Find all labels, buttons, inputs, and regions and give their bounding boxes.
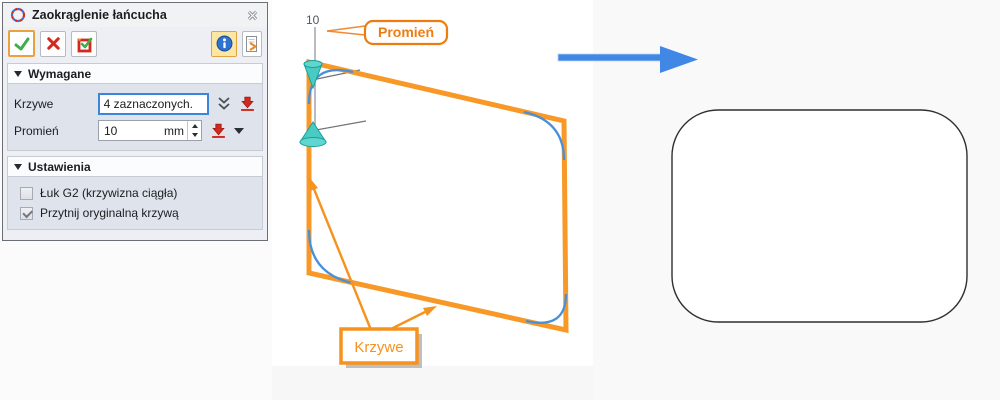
chain-fillet-icon [10, 7, 26, 23]
curves-label: Krzywe [14, 96, 54, 111]
pick-from-list-icon[interactable] [210, 122, 227, 139]
spinner-up-button[interactable] [188, 121, 201, 131]
callout-arrow-line [312, 188, 373, 331]
dialog-content: Wymagane Krzywe 4 zaznaczonych. [3, 61, 267, 240]
page-arrow-icon [246, 35, 257, 52]
collapse-triangle-icon [14, 70, 22, 77]
cancel-x-icon [46, 37, 60, 50]
curves-input[interactable]: 4 zaznaczonych. [97, 92, 210, 115]
radius-spinner[interactable] [187, 121, 201, 140]
apply-keep-open-button[interactable] [71, 30, 97, 57]
trim-curve-option-row: Przytnij oryginalną krzywą [14, 203, 256, 223]
double-chevron-down-icon[interactable] [217, 96, 231, 111]
radius-callout-label: Promień [378, 24, 434, 40]
info-icon [216, 35, 232, 52]
section-settings: Ustawienia Łuk G2 (krzywizna ciągła) Prz… [7, 156, 263, 230]
triangle-down-icon [191, 133, 198, 138]
radius-callout-box [363, 19, 449, 46]
callout-arrowhead [423, 306, 437, 316]
triangle-up-icon [191, 123, 198, 128]
dropdown-caret-icon[interactable] [234, 127, 244, 134]
info-toggle-button[interactable] [211, 30, 237, 57]
cancel-button[interactable] [40, 30, 66, 57]
callout-arrowhead [309, 177, 318, 191]
fillet-arc-top-left[interactable] [307, 68, 354, 105]
fillet-arc-top-right[interactable] [523, 110, 566, 161]
trim-curve-checkbox[interactable] [20, 206, 33, 220]
dialog-title: Zaokrąglenie łańcucha [32, 8, 167, 22]
radius-unit: mm [164, 123, 184, 138]
fillet-preview-arcs[interactable] [307, 68, 568, 324]
radius-value: 10 [104, 123, 118, 138]
callout-leader [326, 30, 366, 36]
g2-arc-label: Łuk G2 (krzywizna ciągła) [40, 186, 178, 200]
callout-leader [326, 25, 366, 32]
section-required-header[interactable]: Wymagane [8, 64, 262, 84]
close-icon[interactable] [244, 7, 260, 23]
chain-fillet-dialog: Zaokrąglenie łańcucha [2, 2, 268, 241]
section-required-body: Krzywe 4 zaznaczonych. [8, 84, 262, 150]
section-settings-header[interactable]: Ustawienia [8, 157, 262, 177]
curves-field-row: Krzywe 4 zaznaczonych. [14, 90, 256, 117]
ok-button[interactable] [8, 30, 35, 57]
g2-arc-option-row: Łuk G2 (krzywizna ciągła) [14, 183, 256, 203]
radius-drag-handles[interactable] [299, 60, 327, 147]
trim-curve-label: Przytnij oryginalną krzywą [40, 206, 179, 220]
section-settings-body: Łuk G2 (krzywizna ciągła) Przytnij orygi… [8, 177, 262, 229]
radius-input[interactable]: 10 mm [98, 120, 202, 141]
pick-from-list-icon[interactable] [239, 95, 256, 112]
section-required-label: Wymagane [28, 66, 92, 81]
collapse-triangle-icon [14, 163, 22, 170]
fillet-arc-bottom-left[interactable] [307, 229, 353, 285]
dialog-toolbar [3, 27, 267, 61]
radius-field-row: Promień 10 mm [14, 117, 256, 144]
result-filleted-chain[interactable] [671, 109, 968, 323]
check-icon [14, 37, 29, 50]
handle-leader-line [315, 120, 367, 131]
g2-arc-checkbox[interactable] [20, 186, 33, 200]
transition-arrow-shaft [557, 53, 665, 62]
apply-check-box-icon [77, 37, 93, 52]
curves-value: 4 zaznaczonych. [103, 96, 193, 111]
radius-label: Promień [14, 123, 59, 138]
selected-curve-chain[interactable] [306, 58, 569, 334]
flyout-help-button[interactable] [242, 30, 262, 57]
dialog-titlebar[interactable]: Zaokrąglenie łańcucha [3, 3, 267, 27]
section-settings-label: Ustawienia [28, 159, 91, 174]
radius-handle-lower-cone-base [299, 137, 327, 147]
spinner-down-button[interactable] [188, 131, 201, 141]
bottom-strip-background [272, 366, 593, 400]
radius-callout: Promień [326, 19, 449, 46]
curves-callout: Krzywe [309, 177, 437, 368]
transition-arrow-head [660, 46, 698, 73]
callout-arrow-line [388, 310, 426, 332]
curves-callout-label: Krzywe [354, 339, 403, 356]
fillet-arc-bottom-right[interactable] [525, 293, 568, 324]
curves-callout-box [339, 327, 419, 365]
section-required: Wymagane Krzywe 4 zaznaczonych. [7, 63, 263, 151]
transition-arrow [557, 46, 698, 73]
dimension-value: 10 [306, 13, 320, 27]
radius-handle-upper-cone-base [303, 60, 323, 68]
